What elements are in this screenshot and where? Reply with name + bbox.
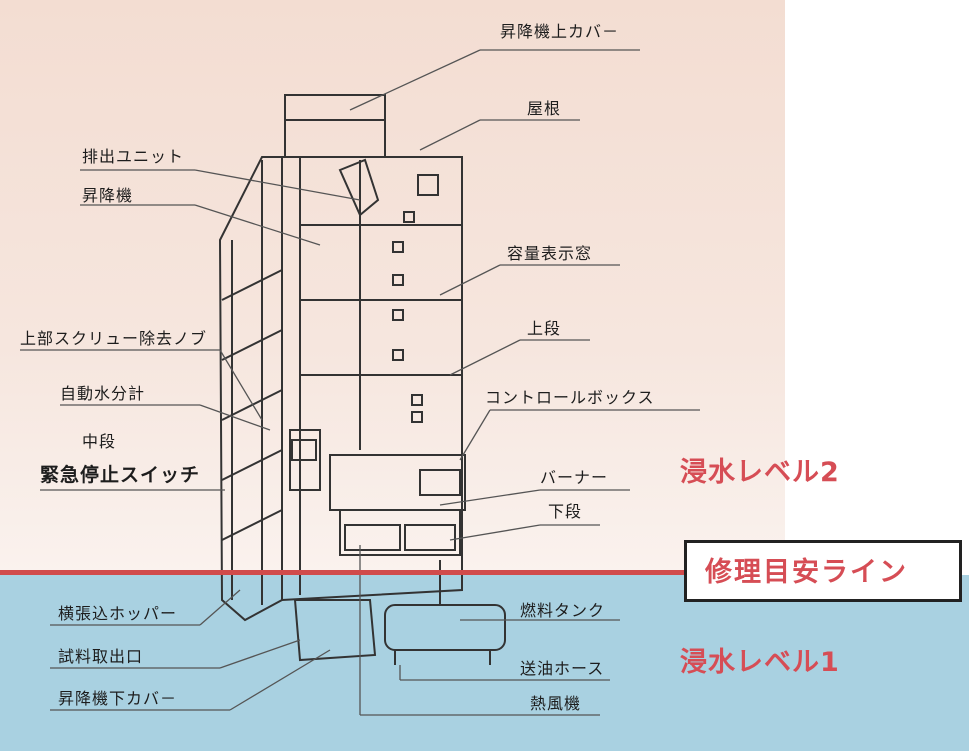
leader-lines xyxy=(20,49,700,716)
label-control-box: コントロールボックス xyxy=(485,388,655,407)
label-elevator: 昇降機 xyxy=(82,186,134,205)
paper-background xyxy=(0,0,785,575)
label-side-hopper: 横張込ホッパー xyxy=(58,604,178,623)
label-oil-hose: 送油ホース xyxy=(520,659,605,678)
label-upper-stage: 上段 xyxy=(527,319,562,338)
repair-line-label: 修理目安ライン xyxy=(705,557,908,588)
dryer-front-body xyxy=(281,156,463,601)
control-box-drawing xyxy=(329,454,466,511)
label-fuel-tank: 燃料タンク xyxy=(520,601,606,620)
elevator-top-cover-box xyxy=(284,94,386,158)
label-emergency-stop-switch: 緊急停止スイッチ xyxy=(40,464,201,486)
label-middle-stage: 中段 xyxy=(82,432,117,451)
flood-level-2: 浸水レベル2 xyxy=(680,457,840,488)
label-discharge-unit: 排出ユニット xyxy=(82,147,185,166)
fuel-tank-drawing xyxy=(384,604,506,651)
label-sample-outlet: 試料取出口 xyxy=(58,647,144,666)
label-auto-moisture-meter: 自動水分計 xyxy=(60,384,146,403)
label-burner: バーナー xyxy=(540,468,609,487)
flood-level-1: 浸水レベル1 xyxy=(680,647,840,678)
burner-drawing xyxy=(339,509,461,556)
label-elevator-bottom-cover: 昇降機下カバ－ xyxy=(58,689,178,708)
label-hot-air-unit: 熱風機 xyxy=(530,694,582,713)
label-upper-screw-knob: 上部スクリュー除去ノブ xyxy=(20,329,208,348)
repair-line-box xyxy=(684,540,962,602)
dryer-left-panel xyxy=(218,156,283,622)
label-roof: 屋根 xyxy=(527,99,562,118)
right-margin xyxy=(785,0,969,575)
label-lower-stage: 下段 xyxy=(548,502,583,521)
label-elevator-top-cover: 昇降機上カバ－ xyxy=(500,22,620,41)
hopper-drawing xyxy=(293,599,377,662)
label-capacity-window: 容量表示窓 xyxy=(507,244,593,263)
repair-guide-line xyxy=(0,570,700,575)
